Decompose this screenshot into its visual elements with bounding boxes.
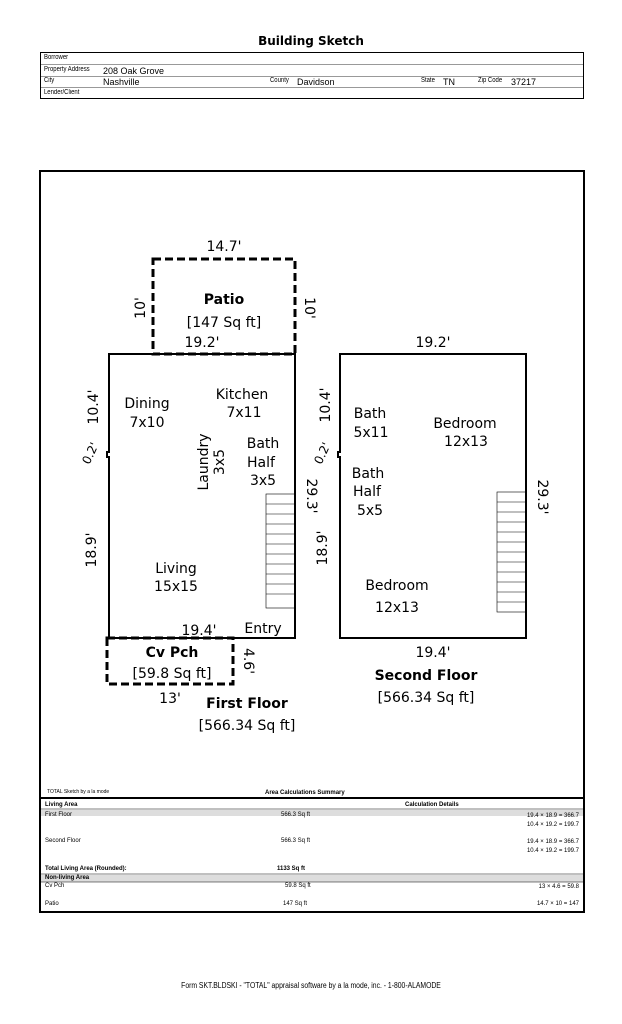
- living-area-band: [41, 810, 583, 816]
- summary-row-first-floor-calc2: 10.4 × 19.2 = 199.7: [526, 822, 579, 828]
- property-header: Borrower Property Address 208 Oak Grove …: [40, 52, 584, 99]
- room-living-size: 15x15: [154, 579, 198, 595]
- form-footer: Form SKT.BLDSKI - "TOTAL" appraisal soft…: [181, 981, 441, 990]
- summary-row-second-floor-calc2: 10.4 × 19.2 = 199.7: [526, 848, 579, 854]
- room-bath-half-upper-line2: Half: [353, 484, 382, 500]
- cv-pch-right-dim: 4.6': [240, 648, 256, 674]
- summary-row-first-floor-calc1: 19.4 × 18.9 = 366.7: [526, 813, 579, 819]
- first-floor-area: [566.34 Sq ft]: [199, 718, 296, 734]
- room-bedroom-2-size: 12x13: [375, 600, 419, 616]
- address-value: 208 Oak Grove: [103, 66, 165, 76]
- patio-outline: [151, 257, 297, 356]
- county-label: County: [270, 77, 289, 84]
- borrower-label: Borrower: [44, 54, 69, 61]
- summary-row-first-floor-area: 566.3 Sq ft: [281, 812, 311, 818]
- room-dining-name: Dining: [124, 396, 169, 412]
- room-dining-size: 7x10: [129, 415, 164, 431]
- summary-row-second-floor-name: Second Floor: [45, 838, 81, 844]
- nonliving-row-cv-pch-calc: 13 × 4.6 = 59.8: [538, 884, 579, 890]
- room-bath-line2: Half: [247, 455, 276, 471]
- room-bath-size: 3x5: [250, 473, 276, 489]
- first-floor-left-top-dim: 10.4': [86, 389, 102, 424]
- cv-pch-bottom-dim: 13': [159, 691, 181, 707]
- zip-value: 37217: [511, 77, 537, 87]
- summary-row-first-floor-name: First Floor: [45, 812, 72, 818]
- second-floor-outline: [337, 353, 527, 639]
- calc-details-label: Calculation Details: [405, 802, 459, 808]
- summary-heading: Area Calculations Summary: [265, 790, 345, 796]
- nonliving-row-cv-pch-area: 59.8 Sq ft: [285, 883, 311, 889]
- second-floor-left-jog-dim: 0.2': [311, 440, 333, 466]
- first-floor-bottom-dim: 19.4': [181, 623, 216, 639]
- living-area-label: Living Area: [45, 802, 78, 808]
- address-label: Property Address: [44, 66, 90, 73]
- first-floor-stairs: [265, 493, 296, 609]
- patio-right-dim: 10': [301, 297, 317, 319]
- nonliving-row-cv-pch-name: Cv Pch: [45, 883, 65, 889]
- room-laundry-size: 3x5: [212, 449, 228, 475]
- second-floor-stairs: [496, 491, 527, 613]
- patio-left-dim: 10': [133, 297, 149, 319]
- nonliving-row-patio-calc: 14.7 × 10 = 147: [536, 901, 579, 907]
- borrower-row: Borrower: [41, 53, 583, 65]
- city-label: City: [44, 77, 55, 84]
- total-living-value: 1133 Sq ft: [277, 866, 306, 872]
- room-bath-half-upper-size: 5x5: [357, 503, 383, 519]
- zip-label: Zip Code: [478, 77, 503, 84]
- nonliving-band: [41, 875, 583, 882]
- second-floor-name: Second Floor: [375, 668, 478, 684]
- patio-bottom-dim: 19.2': [184, 335, 219, 351]
- nonliving-row-patio-area: 147 Sq ft: [283, 901, 308, 907]
- state-label: State: [421, 77, 435, 84]
- cv-pch-outline: [105, 636, 235, 686]
- sketch-credit: TOTAL Sketch by a la mode: [47, 789, 110, 795]
- city-row: City Nashville County Davidson State TN …: [41, 76, 583, 88]
- total-living-label: Total Living Area (Rounded):: [45, 866, 127, 872]
- second-floor-top-dim: 19.2': [415, 335, 450, 351]
- sketch-frame: 14.7' 10' 10' Patio [147 Sq ft] 19.2' 10…: [39, 170, 585, 913]
- second-floor-right-dim: 29.3': [534, 479, 550, 514]
- nonliving-row-patio-name: Patio: [45, 901, 59, 907]
- first-floor-outline: [106, 353, 296, 639]
- first-floor-left-jog-dim: 0.2': [79, 440, 101, 466]
- room-bedroom-1-name: Bedroom: [433, 416, 496, 432]
- room-laundry-name: Laundry: [196, 433, 212, 490]
- summary-row-second-floor-calc1: 19.4 × 18.9 = 366.7: [526, 839, 579, 845]
- second-floor-left-bottom-dim: 18.9': [315, 530, 331, 565]
- summary-row-second-floor-area: 566.3 Sq ft: [281, 838, 311, 844]
- room-bedroom-1-size: 12x13: [444, 434, 488, 450]
- patio-top-dim: 14.7': [206, 239, 241, 255]
- second-floor-left-top-dim: 10.4': [318, 387, 334, 422]
- room-bath-upper-name: Bath: [354, 406, 387, 422]
- lender-label: Lender/Client: [44, 89, 80, 96]
- floor-plan-drawing: 14.7' 10' 10' Patio [147 Sq ft] 19.2' 10…: [41, 239, 583, 883]
- city-value: Nashville: [103, 77, 140, 87]
- room-bath-half-upper-name: Bath: [352, 466, 385, 482]
- first-floor-name: First Floor: [206, 696, 288, 712]
- cv-pch-area: [59.8 Sq ft]: [133, 666, 212, 682]
- room-entry-name: Entry: [244, 621, 281, 637]
- address-row: Property Address 208 Oak Grove: [41, 65, 583, 77]
- first-floor-right-dim: 29.3': [303, 478, 319, 513]
- second-floor-bottom-dim: 19.4': [415, 645, 450, 661]
- nonliving-label: Non-living Area: [45, 875, 90, 881]
- room-kitchen-name: Kitchen: [216, 387, 269, 403]
- cv-pch-name: Cv Pch: [146, 645, 199, 661]
- patio-area: [147 Sq ft]: [187, 315, 262, 331]
- county-value: Davidson: [297, 77, 335, 87]
- page-title: Building Sketch: [258, 34, 364, 48]
- room-kitchen-size: 7x11: [226, 405, 261, 421]
- room-bedroom-2-name: Bedroom: [365, 578, 428, 594]
- patio-name: Patio: [204, 292, 245, 308]
- lender-row: Lender/Client: [41, 88, 583, 99]
- room-living-name: Living: [155, 561, 197, 577]
- room-bath-name: Bath: [247, 436, 280, 452]
- second-floor-area: [566.34 Sq ft]: [378, 690, 475, 706]
- state-value: TN: [443, 77, 455, 87]
- first-floor-left-bottom-dim: 18.9': [84, 532, 100, 567]
- room-bath-upper-size: 5x11: [353, 425, 388, 441]
